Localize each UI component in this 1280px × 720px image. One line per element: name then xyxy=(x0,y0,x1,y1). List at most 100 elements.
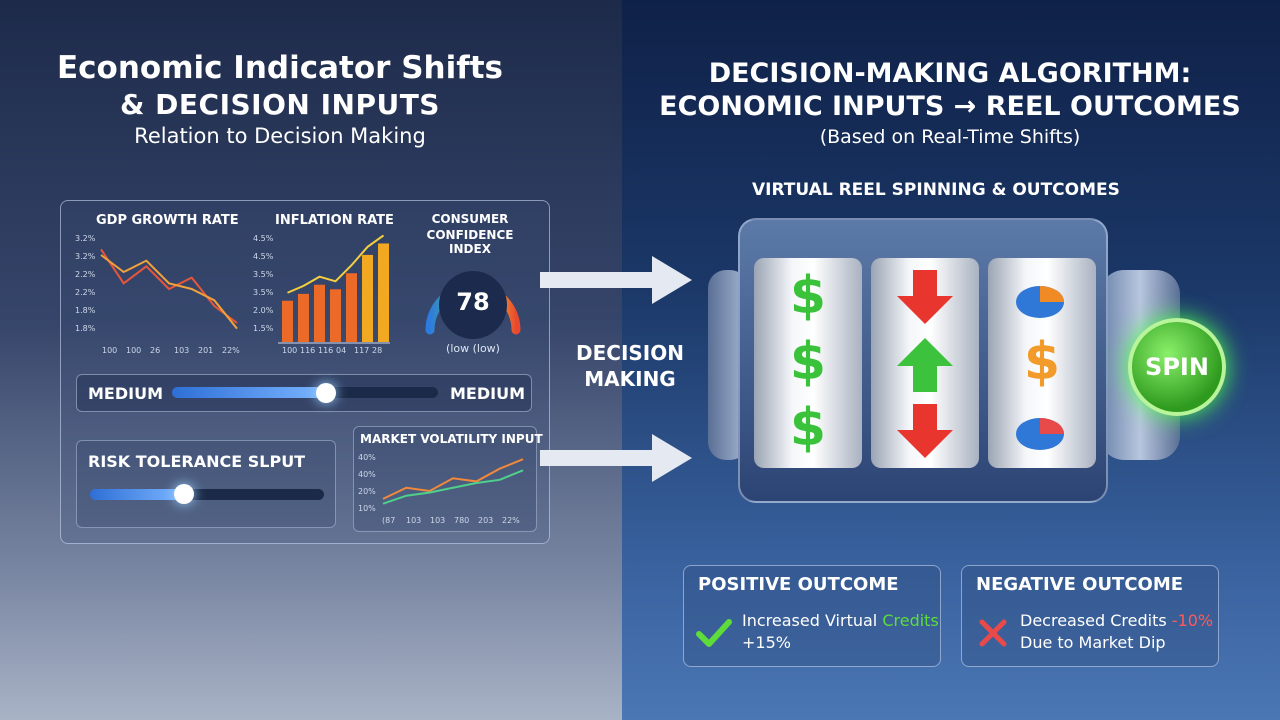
gdp-chart xyxy=(100,248,238,330)
confidence-title-1: CONSUMER xyxy=(431,212,509,226)
negative-outcome-text: Decreased Credits -10% Due to Market Dip xyxy=(1020,610,1213,654)
slot-machine: $ $ $ $ xyxy=(738,218,1108,503)
tick-label: 203 xyxy=(478,516,494,525)
reel-2[interactable] xyxy=(871,258,979,468)
tick-label: 103 xyxy=(406,516,422,525)
tick-label: 20% xyxy=(358,487,376,496)
tick-label: 4.5% xyxy=(253,252,274,261)
negative-outcome-card: NEGATIVE OUTCOME Decreased Credits -10%D… xyxy=(961,565,1219,667)
tick-label: 4.5% xyxy=(253,234,274,243)
confidence-value: 78 xyxy=(456,288,490,316)
tick-label: 3.2% xyxy=(75,252,96,261)
check-icon xyxy=(696,619,732,647)
tick-label: 1.8% xyxy=(75,324,96,333)
positive-outcome-card: POSITIVE OUTCOME Increased Virtual Credi… xyxy=(683,565,941,667)
reel-1[interactable]: $ $ $ xyxy=(754,258,862,468)
reel-label: VIRTUAL REEL SPINNING & OUTCOMES xyxy=(752,180,1120,200)
pie-chart-icon xyxy=(1016,286,1064,318)
tick-label: 10% xyxy=(358,504,376,513)
medium-left-label: MEDIUM xyxy=(88,384,163,403)
tick-label: 3.2% xyxy=(75,234,96,243)
cross-icon xyxy=(979,619,1007,647)
left-title-line1: Economic Indicator Shifts xyxy=(56,50,503,86)
medium-slider-track[interactable] xyxy=(172,387,438,398)
tick-label: 04 xyxy=(336,346,347,355)
decision-label-2: MAKING xyxy=(584,367,676,391)
risk-label: RISK TOLERANCE SLPUT xyxy=(88,452,306,471)
decision-making-label: DECISION MAKING xyxy=(565,340,695,392)
reel-3[interactable]: $ xyxy=(988,258,1096,468)
gdp-title: GDP GROWTH RATE xyxy=(96,213,239,228)
negative-text-a: Decreased Credits xyxy=(1020,611,1172,630)
tick-label: 116 xyxy=(318,346,334,355)
series-line-0 xyxy=(100,248,238,324)
tick-label: 2.2% xyxy=(75,288,96,297)
volatility-chart xyxy=(382,458,524,505)
risk-card xyxy=(76,440,336,528)
trend-line xyxy=(287,234,385,294)
spin-button[interactable]: SPIN xyxy=(1128,318,1226,416)
tick-label: 100 xyxy=(126,346,142,355)
bar xyxy=(378,243,389,342)
dollar-icon: $ xyxy=(789,266,827,326)
positive-text-a: Increased Virtual xyxy=(742,611,883,630)
tick-label: 40% xyxy=(358,453,376,462)
left-subtitle: Relation to Decision Making xyxy=(134,124,426,148)
dollar-icon: $ xyxy=(789,398,827,458)
tick-label: 103 xyxy=(430,516,446,525)
positive-text-c: +15% xyxy=(742,633,791,652)
bar xyxy=(346,273,357,342)
pie-chart-icon xyxy=(1016,418,1064,450)
positive-outcome-title: POSITIVE OUTCOME xyxy=(698,574,899,595)
dollar-icon: $ xyxy=(1023,332,1061,392)
arrow-up-icon xyxy=(897,338,953,392)
series-line-1 xyxy=(100,254,238,330)
indicator-panel xyxy=(60,200,550,544)
inflation-chart xyxy=(278,234,390,344)
inflation-title: INFLATION RATE xyxy=(275,213,394,228)
tick-label: 1.5% xyxy=(253,324,274,333)
left-background xyxy=(0,0,622,720)
tick-label: 22% xyxy=(222,346,240,355)
tick-label: 40% xyxy=(358,470,376,479)
tick-label: 1.8% xyxy=(75,306,96,315)
confidence-caption: (low (low) xyxy=(446,342,500,355)
tick-label: 26 xyxy=(150,346,161,355)
tick-label: 100 xyxy=(282,346,298,355)
positive-outcome-text: Increased Virtual Credits +15% xyxy=(742,610,939,654)
confidence-gauge xyxy=(425,271,521,339)
positive-text-b: Credits xyxy=(882,611,939,630)
dollar-icon: $ xyxy=(789,332,827,392)
tick-label: 2.2% xyxy=(75,270,96,279)
series-line-0 xyxy=(382,458,524,500)
right-title-line2: ECONOMIC INPUTS → REEL OUTCOMES xyxy=(659,91,1241,122)
arrow-right-top-icon xyxy=(540,256,692,304)
bar xyxy=(314,284,325,342)
risk-slider-track[interactable] xyxy=(90,489,324,500)
tick-label: 22% xyxy=(502,516,520,525)
negative-text-b: -10% xyxy=(1171,611,1214,630)
tick-label: 3.5% xyxy=(253,288,274,297)
arrow-right-bottom-icon xyxy=(540,434,692,482)
bar xyxy=(282,300,293,342)
risk-slider-handle[interactable] xyxy=(173,484,194,504)
tick-label: 28 xyxy=(372,346,383,355)
tick-label: 3.5% xyxy=(253,270,274,279)
series-line-1 xyxy=(382,469,524,505)
confidence-title-2: CONFIDENCE INDEX xyxy=(426,228,514,256)
tick-label: 2.0% xyxy=(253,306,274,315)
tick-label: 780 xyxy=(454,516,470,525)
right-title-line1: DECISION-MAKING ALGORITHM: xyxy=(708,58,1192,89)
medium-slider-handle[interactable] xyxy=(316,383,337,403)
negative-text-c: Due to Market Dip xyxy=(1020,633,1166,652)
negative-outcome-title: NEGATIVE OUTCOME xyxy=(976,574,1184,595)
medium-slider-card xyxy=(76,374,532,412)
tick-label: 103 xyxy=(174,346,190,355)
right-subtitle: (Based on Real-Time Shifts) xyxy=(819,126,1081,148)
tick-label: (87 xyxy=(382,516,396,525)
left-title-line2: & DECISION INPUTS xyxy=(120,88,440,121)
arrow-down-icon xyxy=(897,270,953,324)
tick-label: 116 xyxy=(300,346,316,355)
bar xyxy=(330,289,341,342)
tick-label: 117 xyxy=(354,346,370,355)
